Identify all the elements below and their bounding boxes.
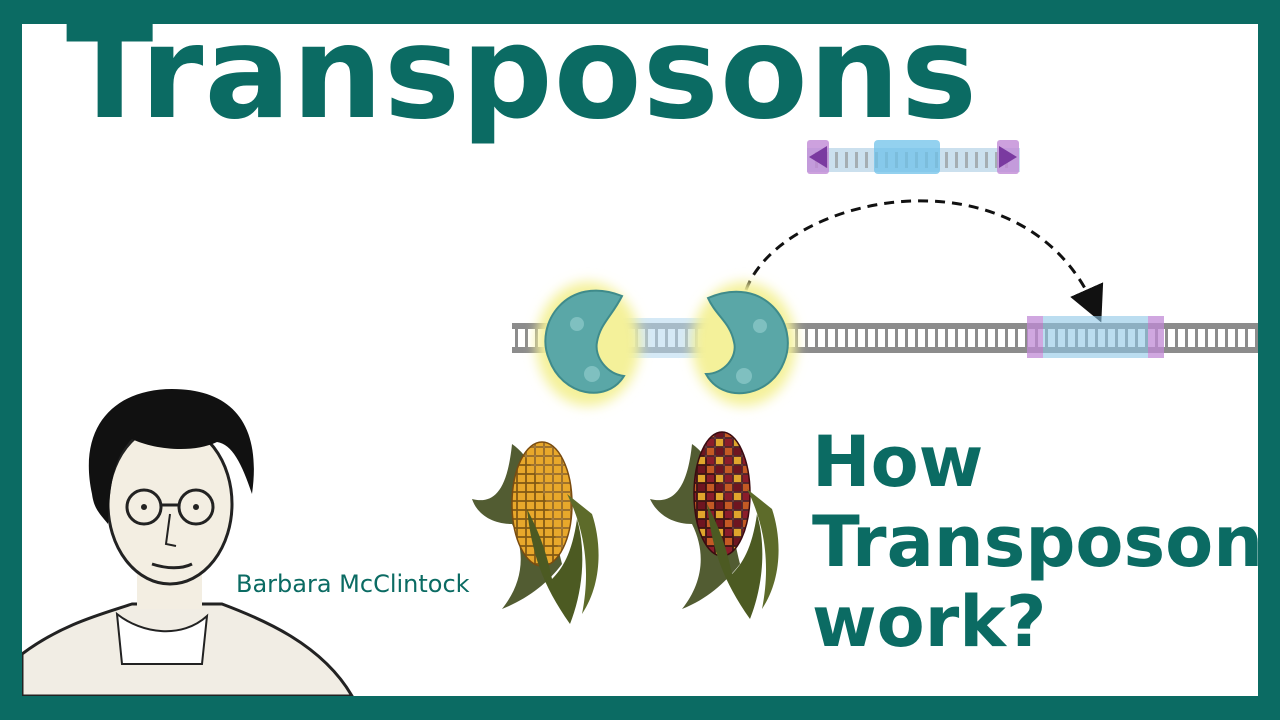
portrait-caption: Barbara McClintock bbox=[236, 570, 470, 598]
question-line-3: work? bbox=[812, 581, 1047, 663]
transposase-icon bbox=[536, 282, 640, 406]
page-title: Transposons bbox=[66, 24, 979, 148]
corn-icon bbox=[472, 441, 599, 624]
portrait-icon bbox=[22, 389, 354, 696]
slide-frame: Transposons How Transposons work? Barbar… bbox=[22, 24, 1258, 696]
arrow-icon bbox=[744, 199, 1104, 323]
illustration bbox=[22, 140, 1258, 696]
question-line-1: How bbox=[812, 421, 984, 503]
insertion-site bbox=[1027, 316, 1164, 358]
question-heading: How Transposons work? bbox=[812, 422, 1258, 662]
transposase-icon bbox=[692, 282, 796, 406]
excised-transposon bbox=[807, 140, 1020, 174]
corn-icon bbox=[650, 431, 779, 619]
question-line-2: Transposons bbox=[812, 501, 1258, 583]
